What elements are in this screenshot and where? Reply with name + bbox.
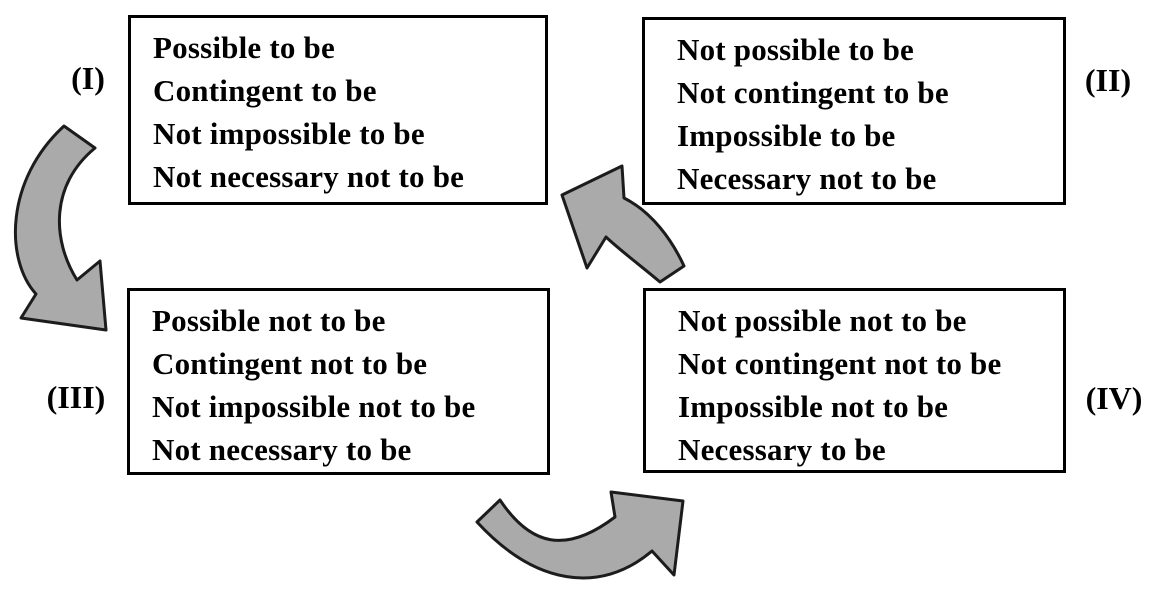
modal-statement: Necessary not to be [677, 161, 937, 196]
modal-statement: Not possible not to be [678, 303, 967, 338]
modal-statement: Possible to be [153, 30, 335, 65]
modal-statement: Not necessary to be [152, 432, 412, 467]
modal-statement: Not impossible not to be [152, 389, 476, 424]
modal-statement: Possible not to be [152, 303, 386, 338]
box-1-label: (I) [71, 60, 105, 96]
curved-arrow-box4-to-box1-icon [560, 164, 686, 284]
curved-arrow-box3-to-box4-icon [475, 490, 685, 580]
modal-statement: Not contingent to be [677, 75, 949, 110]
modal-box-3: Possible not to be Contingent not to be … [127, 288, 550, 475]
modal-statement: Contingent not to be [152, 346, 428, 381]
modal-statement: Contingent to be [153, 73, 377, 108]
curved-arrow-box1-to-box3-icon [13, 124, 108, 332]
box-4-label: (IV) [1085, 380, 1143, 416]
box-2-label: (II) [1084, 62, 1132, 98]
modal-statement: Necessary to be [678, 432, 886, 467]
modal-statement: Not contingent not to be [678, 346, 1002, 381]
modal-box-2: Not possible to be Not contingent to be … [642, 17, 1066, 205]
modal-statement: Impossible not to be [678, 389, 949, 424]
box-3-label: (III) [46, 379, 106, 415]
modal-statement: Impossible to be [677, 118, 896, 153]
modal-statement: Not possible to be [677, 32, 914, 67]
modal-box-1: Possible to be Contingent to be Not impo… [128, 15, 548, 205]
modal-statement: Not impossible to be [153, 116, 425, 151]
modal-statement: Not necessary not to be [153, 159, 465, 194]
modal-box-4: Not possible not to be Not contingent no… [643, 288, 1066, 473]
